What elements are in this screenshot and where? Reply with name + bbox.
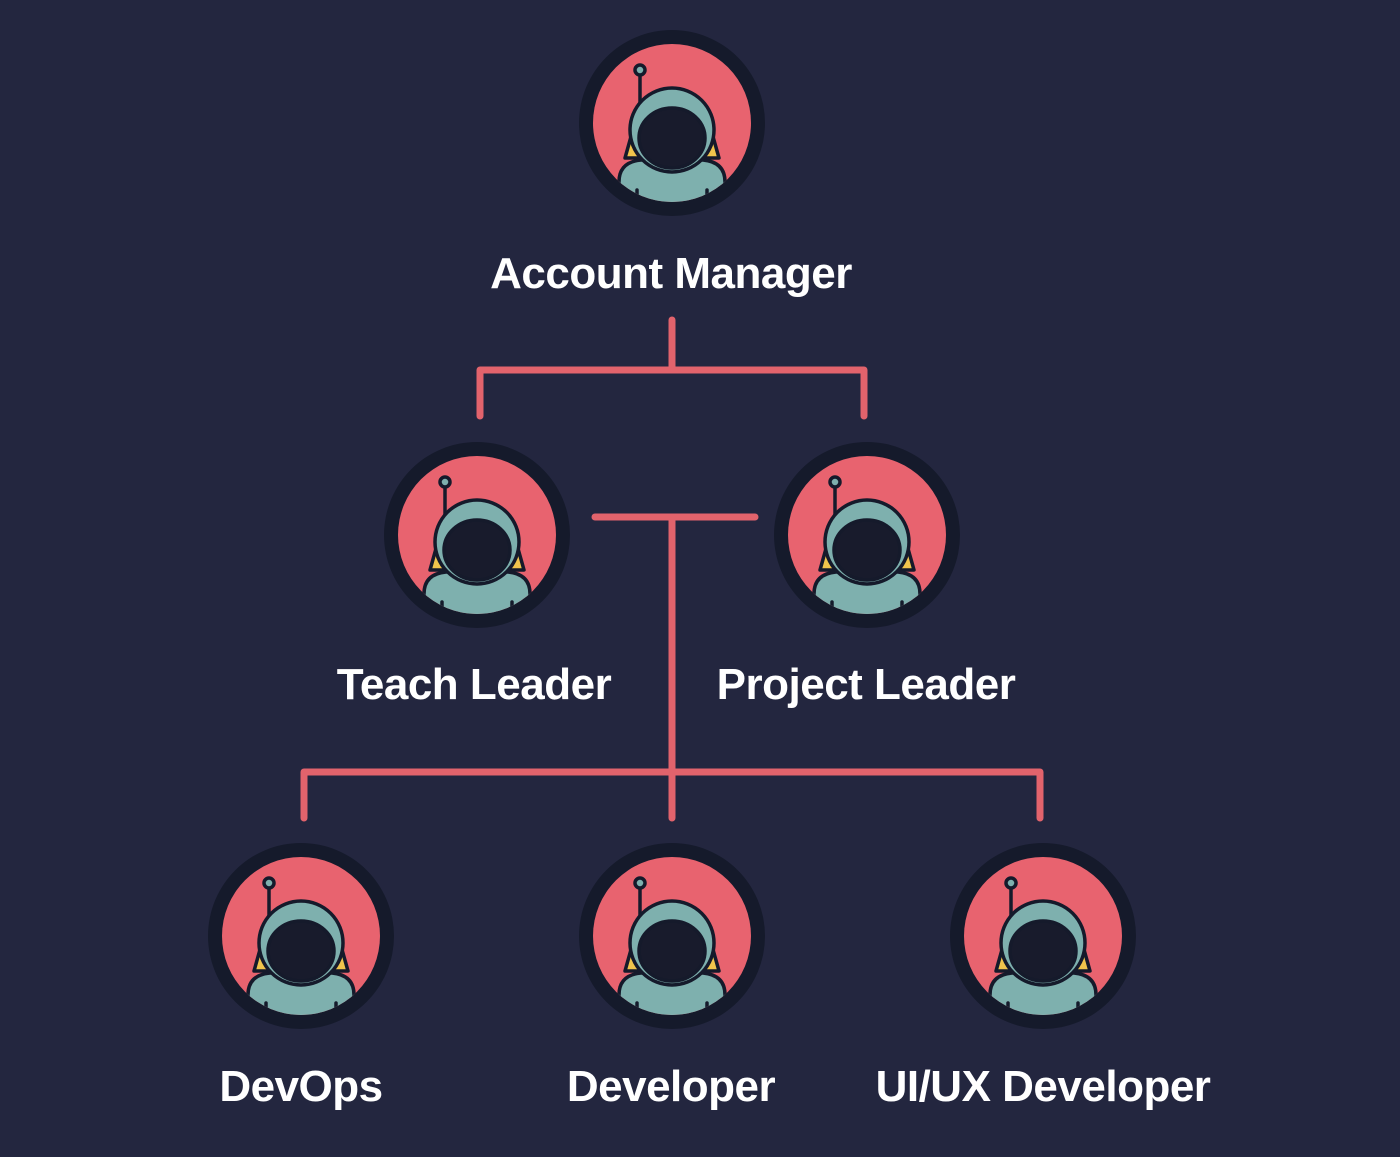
astronaut-icon <box>384 442 570 628</box>
role-label-project-leader: Project Leader <box>656 659 1076 711</box>
connector-manager-to-leaders <box>480 320 864 416</box>
role-label-ui-ux-developer: UI/UX Developer <box>833 1061 1253 1113</box>
astronaut-icon <box>208 843 394 1029</box>
astronaut-icon <box>774 442 960 628</box>
role-label-devops: DevOps <box>91 1061 511 1113</box>
astronaut-icon <box>579 30 765 216</box>
role-label-account-manager: Account Manager <box>461 248 881 300</box>
role-label-developer: Developer <box>461 1061 881 1113</box>
astronaut-icon <box>579 843 765 1029</box>
role-label-teach-leader: Teach Leader <box>264 659 684 711</box>
astronaut-icon <box>950 843 1136 1029</box>
